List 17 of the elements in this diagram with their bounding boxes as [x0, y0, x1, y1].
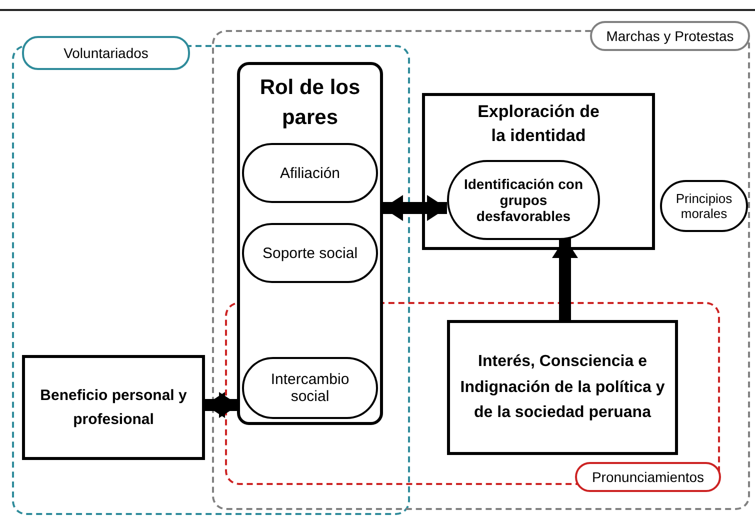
rounded-box: Principios morales: [660, 180, 748, 232]
rounded-box: Intercambio social: [242, 357, 378, 419]
process-box: [422, 93, 655, 250]
region-label: Voluntariados: [22, 36, 190, 70]
box-title: Exploración de la identidad: [476, 101, 600, 147]
group-title: Rol de los pares: [258, 75, 362, 131]
process-box: Beneficio personal y profesional: [22, 355, 205, 460]
rounded-box: Soporte social: [242, 223, 378, 283]
rounded-box: Afiliación: [242, 143, 378, 203]
block-arrow: [205, 392, 239, 418]
region-label: Marchas y Protestas: [590, 21, 750, 51]
process-box: Interés, Consciencia e Indignación de la política y de la sociedad peruana: [447, 320, 678, 455]
rounded-box: Identificación con grupos desfavorables: [447, 160, 600, 240]
block-arrow: [552, 238, 578, 320]
region-label: Pronunciamientos: [575, 462, 721, 492]
block-arrow: [383, 195, 447, 221]
group-box: [237, 62, 383, 425]
